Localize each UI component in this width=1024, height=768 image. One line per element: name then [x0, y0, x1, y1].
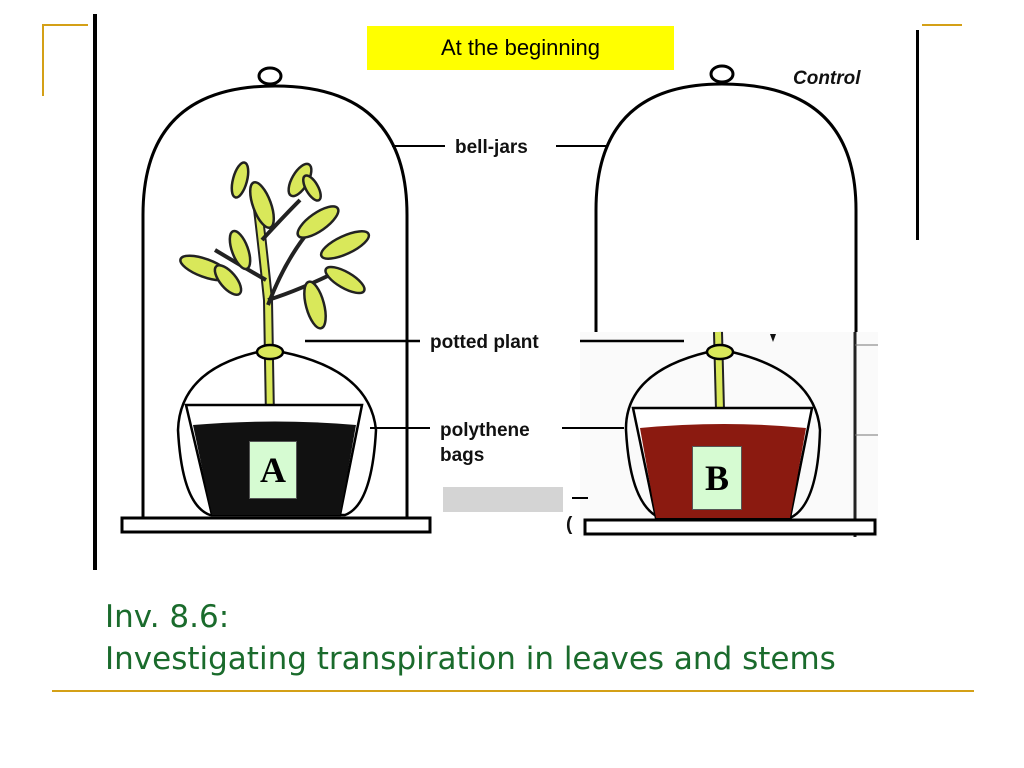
- bag-tie-a: [255, 343, 285, 361]
- slide-title-line2: Investigating transpiration in leaves an…: [105, 641, 836, 677]
- corner-bracket-top-left: [42, 24, 88, 96]
- slide-title: Inv. 8.6: Investigating transpiration in…: [105, 596, 836, 680]
- experiment-diagram: ( Control bell-jars potted plant polythe…: [120, 64, 878, 537]
- partial-label-fragment: (: [566, 514, 573, 535]
- polythene-bag-a: [176, 350, 378, 517]
- marker-b: B: [692, 446, 742, 510]
- left-border-bar: [93, 14, 97, 570]
- corner-bracket-top-right: [922, 24, 962, 26]
- bell-jar-a: [141, 66, 409, 520]
- slide-title-line1: Inv. 8.6:: [105, 599, 230, 635]
- plant-a: [179, 161, 371, 419]
- bag-tie-b: [705, 343, 735, 361]
- bell-jars-label: bell-jars: [455, 137, 528, 158]
- potted-plant-label: potted plant: [430, 332, 539, 353]
- control-label: Control: [793, 68, 861, 89]
- polythene-label: polythene: [440, 420, 530, 441]
- hidden-label-mask: [443, 487, 563, 512]
- base-plate-a: [120, 516, 432, 534]
- plant-b-stem: [713, 331, 725, 411]
- marker-a: A: [249, 441, 297, 499]
- stage-banner: At the beginning: [367, 26, 674, 70]
- bags-label: bags: [440, 445, 484, 466]
- title-underline: [52, 690, 974, 692]
- right-border-bar: [916, 30, 919, 240]
- bell-jar-b: [594, 64, 858, 520]
- base-plate-b: [583, 518, 877, 536]
